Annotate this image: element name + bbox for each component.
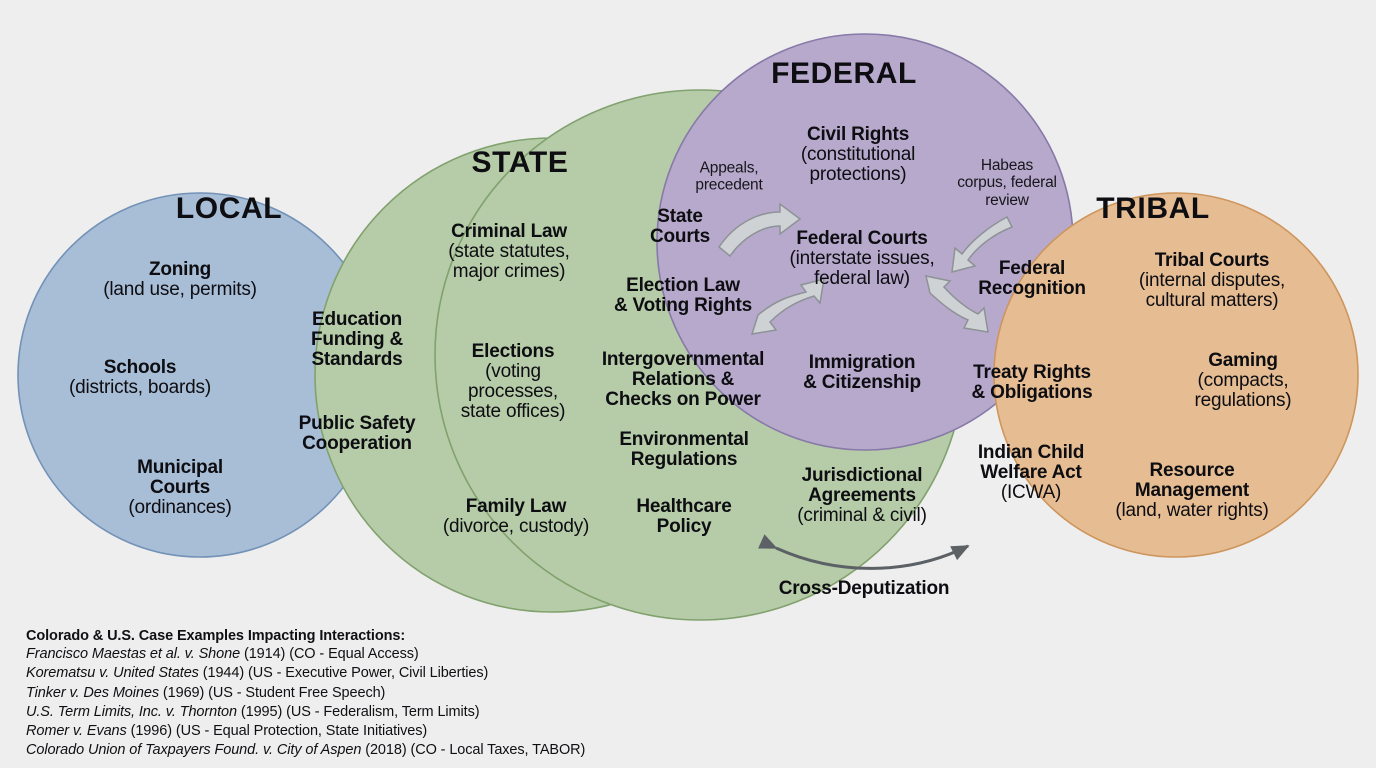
case-detail: (1914) (CO - Equal Access)	[243, 646, 419, 662]
local-item-0: Zoning (land use, permits)	[103, 258, 257, 300]
state-item-0-head: Criminal Law	[451, 220, 567, 242]
case-detail: (1996) (US - Equal Protection, State Ini…	[130, 723, 428, 740]
footer-case-examples: Colorado & U.S. Case Examples Impacting …	[26, 628, 786, 761]
overlap-state-tribal-1-head: Cross-Deputization	[778, 577, 950, 599]
federal-item-1-head: Federal Courts	[796, 227, 928, 249]
tribal-item-0: Tribal Courts (internal disputes,cultura…	[1138, 249, 1286, 312]
case-line: Colorado Union of Taxpayers Found. v. Ci…	[26, 741, 786, 760]
tribal-item-0-head: Tribal Courts	[1154, 249, 1270, 271]
circle-title-local: LOCAL	[175, 192, 283, 226]
federal-item-2-head: Immigration& Citizenship	[803, 351, 921, 393]
federal-item-1-sub: (interstate issues,federal law)	[789, 247, 935, 290]
overlap-federal-tribal-1: Treaty Rights& Obligations	[971, 361, 1093, 403]
tribal-item-2-sub: (land, water rights)	[1115, 500, 1269, 522]
case-name: U.S. Term Limits, Inc. v. Thornton	[26, 703, 237, 720]
overlap-state-federal-1-head: Election Law& Voting Rights	[613, 274, 753, 316]
tribal-item-1-head: Gaming	[1208, 349, 1278, 371]
overlap-state-tribal-0-sub: (criminal & civil)	[797, 505, 927, 527]
case-line: Tinker v. Des Moines (1969) (US - Studen…	[26, 684, 786, 703]
arrow-state-to-federal	[717, 202, 802, 258]
case-detail: (1944) (US - Executive Power, Civil Libe…	[202, 665, 489, 682]
federal-item-0-head: Civil Rights	[806, 123, 910, 145]
case-name: Romer v. Evans	[26, 723, 127, 740]
case-line: Korematsu v. United States (1944) (US - …	[26, 664, 786, 683]
circle-title-federal: FEDERAL	[771, 57, 917, 91]
state-item-2: Family Law (divorce, custody)	[442, 495, 590, 537]
arrow-group	[717, 202, 1014, 335]
local-item-0-sub: (land use, permits)	[103, 279, 257, 300]
case-line: Francisco Maestas et al. v. Shone (1914)…	[26, 645, 786, 664]
arrow-federal-tribal-double	[925, 275, 989, 333]
arrow-state-federal-double	[750, 277, 825, 335]
case-name: Korematsu v. United States	[26, 665, 199, 682]
federal-item-2: Immigration& Citizenship	[803, 351, 921, 393]
case-detail: (1969) (US - Student Free Speech)	[162, 684, 386, 701]
arrow-state-tribal-crossdeputization	[758, 534, 970, 570]
tribal-item-0-sub: (internal disputes,cultural matters)	[1138, 269, 1286, 312]
case-name: Tinker v. Des Moines	[26, 684, 159, 701]
case-detail: (2018) (CO - Local Taxes, TABOR)	[365, 742, 586, 759]
circle-tribal	[993, 192, 1359, 558]
tribal-item-1-sub: (compacts,regulations)	[1194, 369, 1292, 412]
overlap-federal-tribal-1-head: Treaty Rights& Obligations	[971, 361, 1093, 403]
local-item-1: Schools (districts, boards)	[69, 356, 211, 398]
overlap-federal-tribal-2-sub: (ICWA)	[1000, 482, 1062, 504]
case-name: Francisco Maestas et al. v. Shone	[26, 646, 241, 662]
case-line: U.S. Term Limits, Inc. v. Thornton (1995…	[26, 703, 786, 722]
circle-title-tribal: TRIBAL	[1096, 192, 1210, 226]
local-item-1-sub: (districts, boards)	[69, 377, 211, 398]
annotation-appeals-precedent: Appeals,precedent	[695, 159, 763, 194]
footer-title: Colorado & U.S. Case Examples Impacting …	[26, 628, 406, 644]
state-item-0-sub: (state statutes,major crimes)	[448, 240, 570, 283]
local-item-2-sub: (ordinances)	[128, 497, 232, 519]
federal-item-1: Federal Courts (interstate issues,federa…	[789, 227, 935, 290]
local-item-1-head: Schools	[103, 356, 177, 378]
state-item-1-head: Elections	[471, 340, 555, 362]
case-detail: (1995) (US - Federalism, Term Limits)	[240, 703, 480, 720]
overlap-state-tribal-1: Cross-Deputization	[778, 577, 950, 599]
local-item-0-head: Zoning	[148, 258, 212, 280]
state-item-2-head: Family Law	[465, 495, 567, 517]
state-item-0: Criminal Law (state statutes,major crime…	[448, 220, 570, 283]
case-line: Romer v. Evans (1996) (US - Equal Protec…	[26, 722, 786, 741]
state-item-2-sub: (divorce, custody)	[442, 516, 590, 537]
overlap-state-federal-1: Election Law& Voting Rights	[613, 274, 753, 316]
tribal-item-1: Gaming (compacts,regulations)	[1194, 349, 1292, 412]
case-name: Colorado Union of Taxpayers Found. v. Ci…	[26, 742, 362, 759]
arrow-federal-to-tribal-upper	[951, 215, 1014, 274]
circle-title-state: STATE	[471, 146, 569, 180]
